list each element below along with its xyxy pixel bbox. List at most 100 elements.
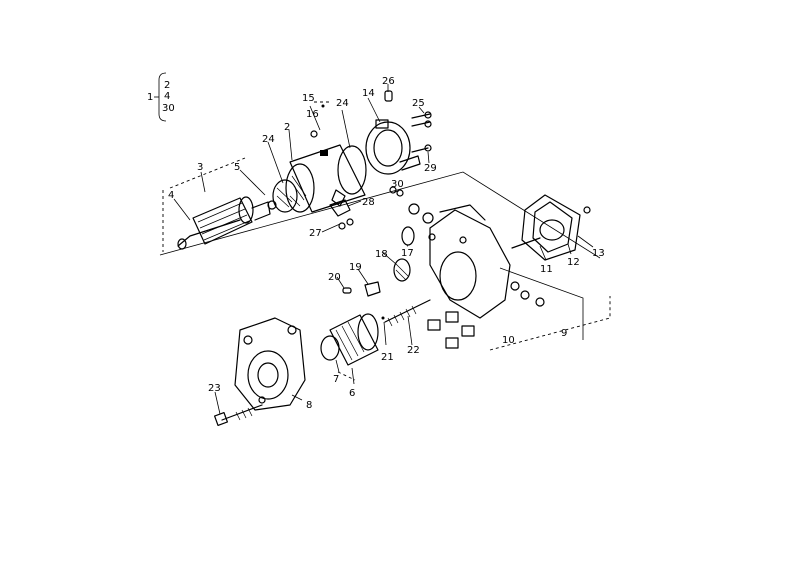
callout-2: 2 — [284, 122, 290, 133]
callout-18: 18 — [375, 249, 388, 260]
drive-housing — [428, 204, 511, 319]
callouts: 2 3 4 5 6 7 8 9 10 11 12 13 14 15 16 17 … — [168, 76, 605, 411]
callout-29: 29 — [424, 163, 437, 174]
bolt-23-head — [213, 411, 229, 427]
nut-30b — [396, 189, 404, 197]
solenoid-shaft — [511, 237, 541, 249]
yoke-brush-lead — [331, 189, 346, 207]
grommet — [384, 90, 393, 102]
housing-hole-2 — [459, 236, 467, 244]
housing-flange — [439, 204, 486, 221]
bolt-head-2 — [424, 120, 432, 128]
housing-bracket — [499, 267, 584, 340]
washer-hatch — [276, 187, 293, 208]
pinion-drive — [320, 313, 379, 381]
nut-small-b — [422, 212, 434, 224]
housing-bore — [439, 251, 477, 301]
leader-lines — [173, 84, 594, 415]
callout-15: 15 — [302, 93, 315, 104]
brush-holder-tab — [399, 155, 421, 171]
plunger-rod — [384, 299, 431, 323]
callout-16: 16 — [306, 109, 319, 120]
callout-3: 3 — [197, 162, 203, 173]
clip-19 — [364, 281, 381, 297]
callout-24b: 24 — [262, 134, 275, 145]
armature-shaft-end — [177, 238, 187, 250]
armature-core-face — [238, 196, 254, 224]
key-parent-label: 1 — [147, 92, 153, 103]
thrust-washer — [272, 179, 298, 213]
housing-group-dash — [489, 296, 611, 351]
callout-28: 28 — [362, 197, 375, 208]
front-bracket — [234, 317, 306, 411]
callout-17: 17 — [401, 248, 414, 259]
callout-24a: 24 — [336, 98, 349, 109]
brush-set — [427, 311, 475, 349]
screw-15 — [321, 104, 325, 108]
callout-9: 9 — [561, 328, 567, 339]
solenoid-screw — [583, 206, 591, 214]
pin-21 — [381, 316, 385, 320]
brush-box — [375, 119, 389, 129]
gear-18 — [393, 258, 411, 282]
callout-22: 22 — [407, 345, 420, 356]
callout-10: 10 — [502, 335, 515, 346]
through-bolts — [411, 113, 431, 127]
callout-27: 27 — [309, 228, 322, 239]
callout-12: 12 — [567, 257, 580, 268]
bolt-23-shank — [221, 404, 263, 421]
brush-spring-27a — [346, 218, 354, 226]
callout-8: 8 — [306, 400, 312, 411]
nut-small-a — [408, 203, 420, 215]
callout-13: 13 — [592, 248, 605, 259]
callout-19: 19 — [349, 262, 362, 273]
key-child-1: 2 — [164, 80, 170, 91]
callout-30: 30 — [391, 179, 404, 190]
callout-14: 14 — [362, 88, 375, 99]
pin-20 — [342, 287, 352, 294]
armature-windings — [197, 202, 250, 241]
callout-11: 11 — [540, 264, 553, 275]
armature-core — [192, 197, 253, 245]
bracket-bushing — [257, 362, 279, 388]
yoke-terminal — [320, 150, 328, 156]
bracket-hole-2 — [287, 325, 297, 335]
housing-body — [429, 209, 511, 319]
brush-holder-inner — [373, 129, 403, 167]
callout-6: 6 — [349, 388, 355, 399]
brush-spring-27b — [338, 222, 346, 230]
clutch-ribs — [335, 321, 365, 361]
yoke-rear-face — [337, 145, 367, 195]
bracket-bore — [247, 350, 289, 400]
yoke-hatch — [289, 175, 307, 207]
callout-4: 4 — [168, 190, 174, 201]
screw-16 — [310, 130, 318, 138]
callout-25: 25 — [412, 98, 425, 109]
washer-a — [510, 281, 520, 291]
housing-hole — [428, 233, 436, 241]
bracket-hole-3 — [258, 396, 266, 404]
return-spring — [387, 305, 417, 327]
bracket-hole-1 — [243, 335, 253, 345]
key-child-2: 4 — [164, 91, 170, 102]
assembly-key: 1 2 4 30 — [147, 72, 175, 122]
brush-2 — [445, 311, 459, 323]
solenoid-cap — [539, 219, 565, 241]
commutator — [251, 201, 271, 221]
clutch-body — [329, 314, 379, 366]
washer-c — [535, 297, 545, 307]
callout-23: 23 — [208, 383, 221, 394]
brush-3 — [461, 325, 475, 337]
bolt-29-head — [424, 144, 432, 152]
solenoid-gasket — [532, 201, 573, 253]
brush-1 — [427, 319, 441, 331]
brush-holder — [365, 119, 421, 175]
brush-plate — [329, 199, 351, 217]
gear-18-teeth — [395, 263, 409, 281]
bracket-body — [234, 317, 306, 411]
key-child-3: 30 — [162, 103, 175, 114]
yoke — [285, 144, 367, 213]
armature — [177, 196, 277, 250]
callout-26: 26 — [382, 76, 395, 87]
